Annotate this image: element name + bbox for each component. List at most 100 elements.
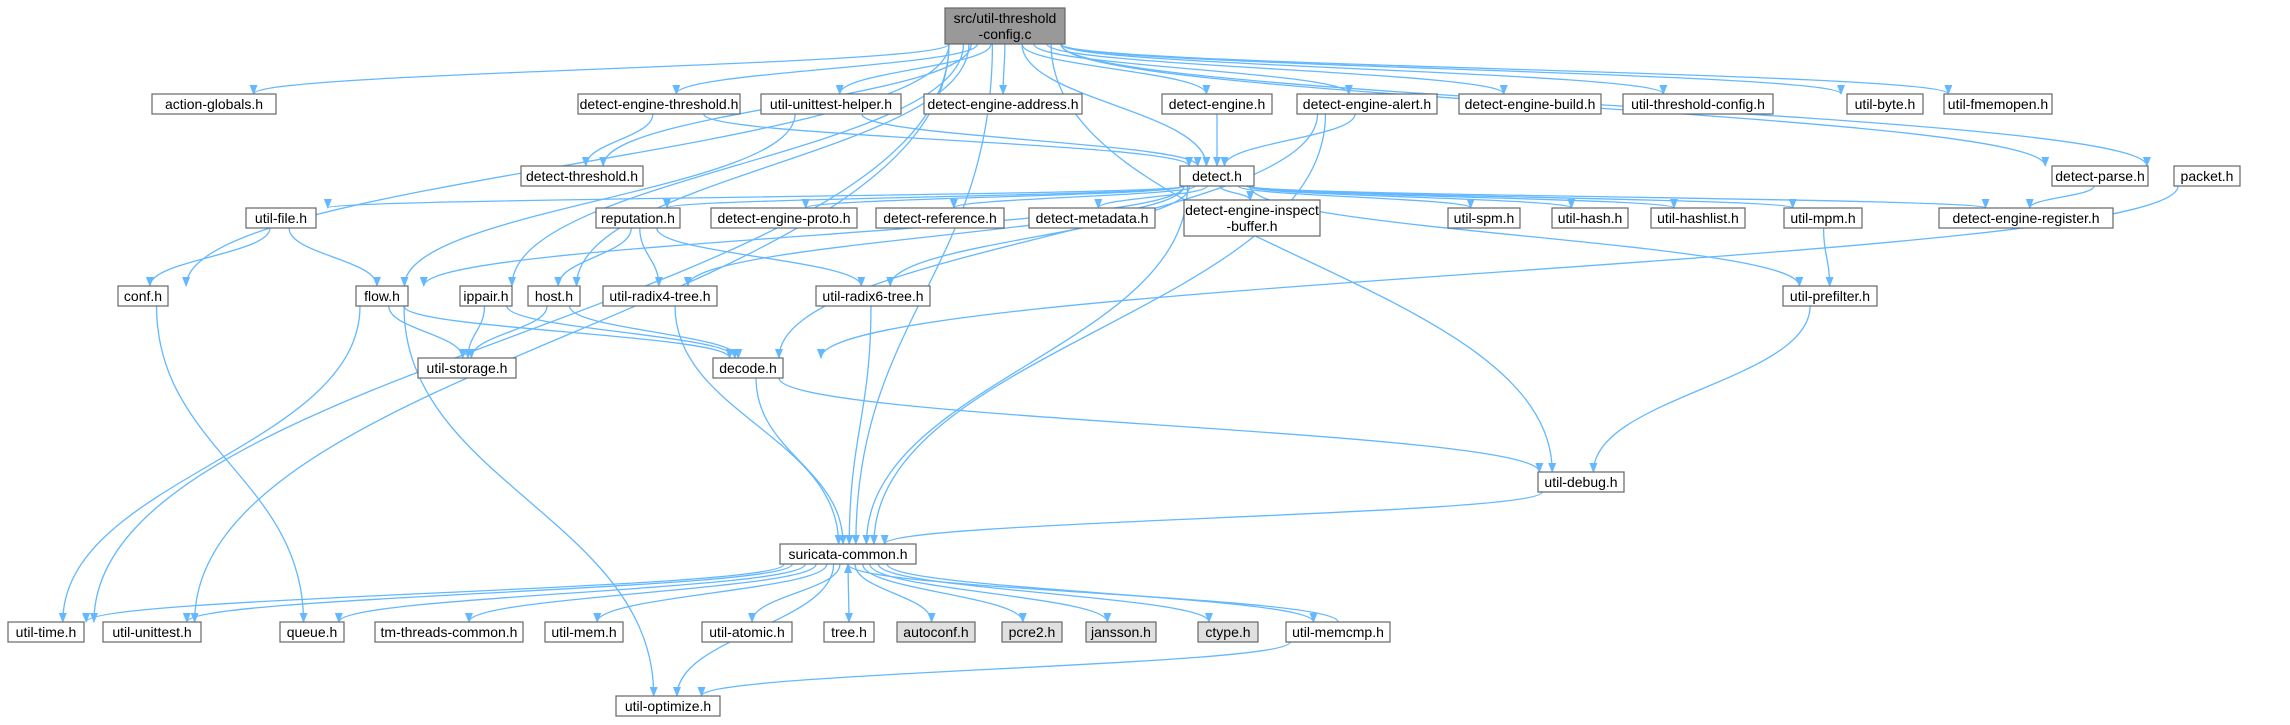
node-util-mpm-box <box>1783 207 1863 229</box>
edge-util-unittest-helper-to-flow <box>400 113 796 287</box>
node-util-memcmp[interactable]: util-memcmp.h <box>1285 621 1391 643</box>
node-detect[interactable]: detect.h <box>1179 165 1255 187</box>
node-util-hash[interactable]: util-hash.h <box>1551 207 1629 229</box>
node-util-fmemopen-label: util-fmemopen.h <box>1948 96 2048 112</box>
node-util-prefilter[interactable]: util-prefilter.h <box>1782 285 1878 307</box>
node-util-atomic-box <box>701 621 793 643</box>
node-host-label: host.h <box>535 288 573 304</box>
edge-detect-parse-to-detect-engine-register <box>2025 185 2095 209</box>
node-detect-engine-proto-box <box>710 207 858 229</box>
node-util-mem[interactable]: util-mem.h <box>544 621 624 643</box>
node-detect-engine-threshold[interactable]: detect-engine-threshold.h <box>577 93 741 115</box>
edge-reputation-to-util-radix4-tree <box>639 227 663 287</box>
node-detect-engine[interactable]: detect-engine.h <box>1161 93 1273 115</box>
edge-detect-to-util-radix6-tree <box>886 185 1191 287</box>
node-util-byte[interactable]: util-byte.h <box>1846 93 1924 115</box>
node-suricata-common-box <box>779 543 917 565</box>
node-detect-engine-address[interactable]: detect-engine-address.h <box>923 93 1083 115</box>
node-tree[interactable]: tree.h <box>823 621 875 643</box>
node-suricata-common-label: suricata-common.h <box>788 546 907 562</box>
node-suricata-common[interactable]: suricata-common.h <box>779 543 917 565</box>
edge-detect-to-detect-engine-inspect-buffer <box>1219 185 1255 201</box>
node-detect-reference[interactable]: detect-reference.h <box>875 207 1005 229</box>
node-ctype[interactable]: ctype.h <box>1197 621 1259 643</box>
node-util-radix4-tree[interactable]: util-radix4-tree.h <box>602 285 718 307</box>
node-util-mpm[interactable]: util-mpm.h <box>1783 207 1863 229</box>
node-util-memcmp-label: util-memcmp.h <box>1292 624 1384 640</box>
node-packet[interactable]: packet.h <box>2173 165 2241 187</box>
node-queue-label: queue.h <box>287 624 338 640</box>
edge-flow-to-decode <box>403 305 734 359</box>
edge-host-to-util-storage <box>467 305 548 359</box>
node-tm-threads-common[interactable]: tm-threads-common.h <box>374 621 524 643</box>
node-detect-reference-box <box>875 207 1005 229</box>
edge-root-to-util-fmemopen <box>1060 43 1952 95</box>
node-detect-engine-inspect-buffer[interactable]: detect-engine-inspect-buffer.h <box>1183 199 1321 237</box>
node-util-optimize-box <box>615 695 721 717</box>
node-jansson[interactable]: jansson.h <box>1085 621 1157 643</box>
node-util-spm[interactable]: util-spm.h <box>1447 207 1521 229</box>
edge-root-to-detect-engine <box>1021 43 1211 95</box>
node-detect-engine-box <box>1161 93 1273 115</box>
node-util-radix6-tree-label: util-radix6-tree.h <box>822 288 923 304</box>
node-util-unittest[interactable]: util-unittest.h <box>102 621 202 643</box>
node-detect-engine-alert[interactable]: detect-engine-alert.h <box>1296 93 1438 115</box>
edge-util-radix6-tree-to-suricata-common <box>845 305 872 545</box>
edge-detect-to-util-prefilter <box>1249 185 1804 287</box>
node-util-hashlist[interactable]: util-hashlist.h <box>1650 207 1746 229</box>
edge-util-file-to-conf <box>145 227 271 287</box>
node-pcre2[interactable]: pcre2.h <box>1001 621 1063 643</box>
node-detect-engine-address-label: detect-engine-address.h <box>928 96 1079 112</box>
edge-root-to-ippair <box>507 43 965 287</box>
node-packet-label: packet.h <box>2181 168 2234 184</box>
edge-flow-to-util-time <box>58 305 361 623</box>
node-util-optimize[interactable]: util-optimize.h <box>615 695 721 717</box>
node-util-debug[interactable]: util-debug.h <box>1537 471 1625 493</box>
node-util-atomic[interactable]: util-atomic.h <box>701 621 793 643</box>
node-autoconf[interactable]: autoconf.h <box>896 621 976 643</box>
node-detect-engine-inspect-buffer-label: detect-engine-inspect <box>1185 202 1319 218</box>
node-detect-metadata[interactable]: detect-metadata.h <box>1028 207 1156 229</box>
node-util-hashlist-box <box>1650 207 1746 229</box>
node-action-globals[interactable]: action-globals.h <box>151 93 277 115</box>
node-util-storage[interactable]: util-storage.h <box>417 357 517 379</box>
node-pcre2-box <box>1001 621 1063 643</box>
node-reputation-box <box>595 207 681 229</box>
node-detect-engine-alert-label: detect-engine-alert.h <box>1303 96 1431 112</box>
node-util-file[interactable]: util-file.h <box>245 207 317 229</box>
edge-decode-to-suricata-common <box>755 377 847 545</box>
node-detect-parse[interactable]: detect-parse.h <box>2051 165 2149 187</box>
node-util-radix4-tree-box <box>602 285 718 307</box>
node-ippair[interactable]: ippair.h <box>459 285 513 307</box>
node-detect-parse-label: detect-parse.h <box>2055 168 2145 184</box>
edge-util-debug-to-suricata-common <box>880 491 1543 545</box>
node-detect-engine-register-label: detect-engine-register.h <box>1952 210 2099 226</box>
edge-root-to-detect-engine-threshold <box>672 43 978 95</box>
node-detect-engine-build-box <box>1458 93 1602 115</box>
edge-detect-to-util-file <box>324 185 1185 209</box>
node-action-globals-box <box>151 93 277 115</box>
node-decode[interactable]: decode.h <box>712 357 784 379</box>
node-queue[interactable]: queue.h <box>279 621 345 643</box>
edge-detect-to-util-spm <box>1237 185 1475 209</box>
node-host[interactable]: host.h <box>527 285 581 307</box>
node-detect-engine-register[interactable]: detect-engine-register.h <box>1938 207 2114 229</box>
node-conf[interactable]: conf.h <box>117 285 169 307</box>
node-reputation[interactable]: reputation.h <box>595 207 681 229</box>
node-util-debug-box <box>1537 471 1625 493</box>
node-util-memcmp-box <box>1285 621 1391 643</box>
node-queue-box <box>279 621 345 643</box>
node-util-threshold-config[interactable]: util-threshold-config.h <box>1622 93 1774 115</box>
node-util-fmemopen[interactable]: util-fmemopen.h <box>1943 93 2053 115</box>
node-detect-threshold[interactable]: detect-threshold.h <box>520 165 644 187</box>
node-reputation-label: reputation.h <box>601 210 675 226</box>
node-packet-box <box>2173 165 2241 187</box>
node-util-unittest-helper[interactable]: util-unittest-helper.h <box>760 93 902 115</box>
edge-detect-engine-threshold-to-detect-threshold <box>581 113 654 167</box>
node-util-time[interactable]: util-time.h <box>7 621 85 643</box>
node-detect-engine-proto[interactable]: detect-engine-proto.h <box>710 207 858 229</box>
node-flow[interactable]: flow.h <box>355 285 409 307</box>
node-detect-box <box>1179 165 1255 187</box>
node-detect-engine-build[interactable]: detect-engine-build.h <box>1458 93 1602 115</box>
node-util-radix6-tree[interactable]: util-radix6-tree.h <box>815 285 931 307</box>
